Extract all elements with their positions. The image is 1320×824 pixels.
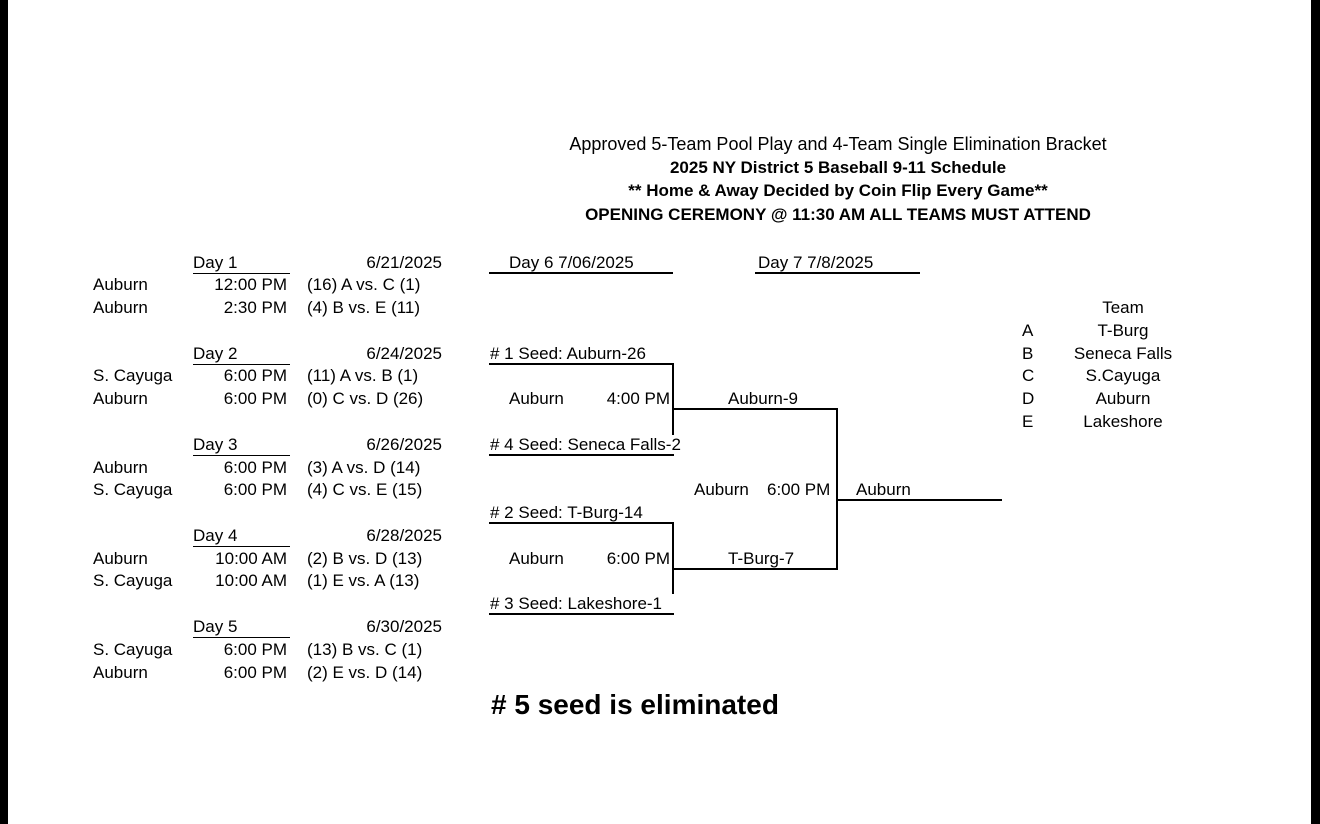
seed3-line <box>489 613 674 615</box>
semi1-winner: Auburn-9 <box>728 389 798 408</box>
game-venue: Auburn <box>93 549 148 568</box>
team-letter: A <box>1022 321 1034 340</box>
game-matchup: (1) E vs. A (13) <box>307 571 420 590</box>
seed1-line <box>489 363 674 365</box>
semi2-time: 6:00 PM <box>606 549 670 568</box>
game-time: 2:30 PM <box>223 298 287 317</box>
game-venue: S. Cayuga <box>93 571 173 590</box>
team-name: Auburn <box>1095 389 1151 408</box>
day-date: 6/30/2025 <box>366 617 442 636</box>
day-label: Day 2 <box>193 344 290 365</box>
seed4-label: # 4 Seed: Seneca Falls-2 <box>490 435 681 454</box>
day-date: 6/28/2025 <box>366 526 442 545</box>
game-matchup: (3) A vs. D (14) <box>307 458 421 477</box>
team-letter: D <box>1022 389 1035 408</box>
champion-line <box>836 499 1002 501</box>
day7-underline <box>755 272 920 274</box>
day-date: 6/24/2025 <box>366 344 442 363</box>
semi1-winner-line <box>672 408 838 410</box>
team-name: Seneca Falls <box>1073 344 1173 363</box>
game-matchup: (2) E vs. D (14) <box>307 663 423 682</box>
game-venue: Auburn <box>93 298 148 317</box>
day7-label: Day 7 7/8/2025 <box>758 253 874 272</box>
game-venue: Auburn <box>93 458 148 477</box>
game-matchup: (13) B vs. C (1) <box>307 640 423 659</box>
day-label: Day 4 <box>193 526 290 547</box>
seed2-line <box>489 522 674 524</box>
game-matchup: (11) A vs. B (1) <box>307 366 419 385</box>
team-name: Lakeshore <box>1083 412 1163 431</box>
game-matchup: (0) C vs. D (26) <box>307 389 424 408</box>
team-name: T-Burg <box>1097 321 1149 340</box>
game-time: 6:00 PM <box>223 458 287 477</box>
game-time: 10:00 AM <box>215 571 287 590</box>
coin-flip-note: ** Home & Away Decided by Coin Flip Ever… <box>628 181 1048 200</box>
team-name: S.Cayuga <box>1085 366 1161 385</box>
seed2-label: # 2 Seed: T-Burg-14 <box>490 503 643 522</box>
champion: Auburn <box>856 480 911 499</box>
game-venue: S. Cayuga <box>93 366 173 385</box>
opening-ceremony-note: OPENING CEREMONY @ 11:30 AM ALL TEAMS MU… <box>585 205 1091 224</box>
game-matchup: (4) B vs. E (11) <box>307 298 421 317</box>
team-header: Team <box>1102 298 1144 317</box>
page-subtitle: 2025 NY District 5 Baseball 9-11 Schedul… <box>669 158 1007 177</box>
day-label: Day 5 <box>193 617 290 638</box>
final-time: 6:00 PM <box>767 480 831 499</box>
game-time: 6:00 PM <box>223 366 287 385</box>
game-matchup: (2) B vs. D (13) <box>307 549 423 568</box>
final-venue: Auburn <box>694 480 749 499</box>
day6-underline <box>489 272 673 274</box>
seed3-label: # 3 Seed: Lakeshore-1 <box>490 594 663 613</box>
game-venue: Auburn <box>93 275 148 294</box>
semi2-venue: Auburn <box>509 549 564 568</box>
day-date: 6/21/2025 <box>366 253 442 272</box>
day-label: Day 1 <box>193 253 290 274</box>
game-time: 6:00 PM <box>223 480 287 499</box>
team-letter: E <box>1022 412 1034 431</box>
semi2-connector <box>672 522 674 594</box>
day-date: 6/26/2025 <box>366 435 442 454</box>
team-letter: C <box>1022 366 1035 385</box>
semi1-venue: Auburn <box>509 389 564 408</box>
game-time: 6:00 PM <box>223 640 287 659</box>
game-venue: Auburn <box>93 389 148 408</box>
schedule-sheet: Approved 5-Team Pool Play and 4-Team Sin… <box>8 0 1311 824</box>
semi2-winner-line <box>672 568 838 570</box>
final-connector <box>836 408 838 569</box>
game-venue: S. Cayuga <box>93 640 173 659</box>
team-letter: B <box>1022 344 1034 363</box>
game-time: 12:00 PM <box>214 275 287 294</box>
seed4-line <box>489 454 674 456</box>
seed1-label: # 1 Seed: Auburn-26 <box>490 344 646 363</box>
game-time: 10:00 AM <box>215 549 287 568</box>
game-venue: Auburn <box>93 663 148 682</box>
game-time: 6:00 PM <box>223 663 287 682</box>
day6-label: Day 6 7/06/2025 <box>509 253 634 272</box>
game-matchup: (16) A vs. C (1) <box>307 275 421 294</box>
page-title: Approved 5-Team Pool Play and 4-Team Sin… <box>569 134 1107 154</box>
semi1-time: 4:00 PM <box>606 389 670 408</box>
semi2-winner: T-Burg-7 <box>728 549 795 568</box>
game-venue: S. Cayuga <box>93 480 173 499</box>
semi1-connector <box>672 363 674 435</box>
eliminated-note: # 5 seed is eliminated <box>491 689 779 720</box>
game-time: 6:00 PM <box>223 389 287 408</box>
day-label: Day 3 <box>193 435 290 456</box>
game-matchup: (4) C vs. E (15) <box>307 480 423 499</box>
